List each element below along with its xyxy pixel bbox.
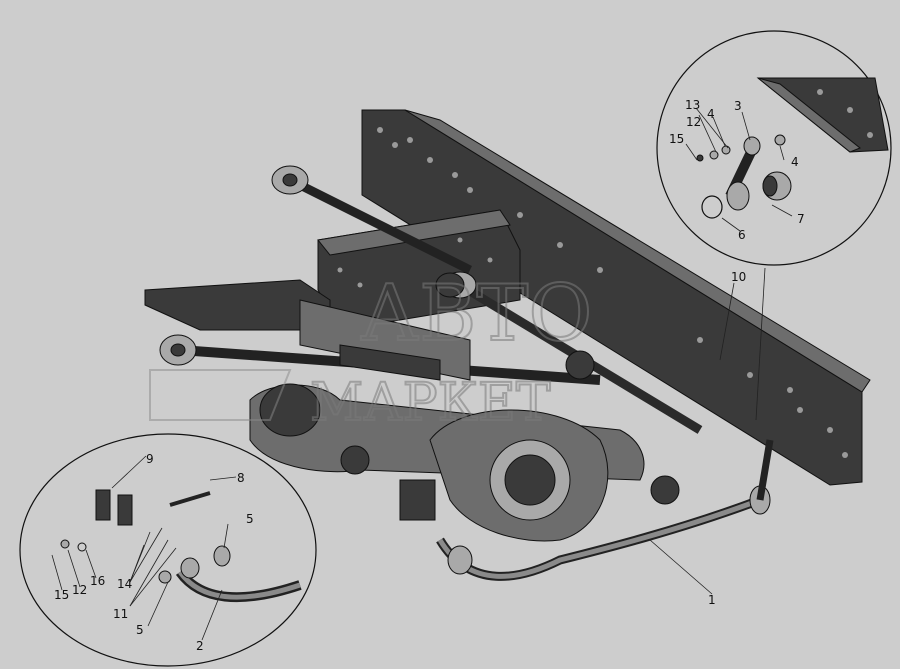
callout-5a: 5 xyxy=(246,512,254,526)
stabilizer-bar xyxy=(436,439,774,581)
detail-circle-upper xyxy=(656,30,892,266)
watermark-line-2: МАРКЕТ xyxy=(310,373,551,433)
watermark-line-1: АВТО xyxy=(360,269,592,359)
part-link xyxy=(726,181,750,211)
callout-8: 8 xyxy=(237,471,245,485)
callout-1: 1 xyxy=(708,593,716,607)
callout-16: 16 xyxy=(90,574,105,588)
callout-6: 6 xyxy=(738,228,746,242)
part-clamp-right xyxy=(117,494,133,526)
callout-4a: 4 xyxy=(707,107,715,121)
brackets xyxy=(340,272,680,505)
callout-10: 10 xyxy=(731,270,746,284)
axle-housing xyxy=(249,383,645,542)
leaf-spring xyxy=(144,279,471,381)
callout-11: 11 xyxy=(113,607,128,621)
callout-7: 7 xyxy=(797,212,805,226)
callout-3: 3 xyxy=(734,99,742,113)
callout-2: 2 xyxy=(196,639,204,653)
callout-12a: 12 xyxy=(686,115,701,129)
detail-circle-lower xyxy=(19,433,317,667)
callout-15a: 15 xyxy=(669,132,684,146)
leader-lines xyxy=(51,107,793,641)
callout-14: 14 xyxy=(117,577,132,591)
callout-13: 13 xyxy=(685,98,700,112)
callout-4b: 4 xyxy=(791,155,799,169)
frame-rail xyxy=(361,109,871,486)
callouts: 1 2 3 4 4 5 5 6 7 8 9 10 11 12 12 13 14 … xyxy=(54,98,805,653)
watermark: АВТО МАРКЕТ xyxy=(149,268,593,434)
callout-12b: 12 xyxy=(72,583,87,597)
part-ring xyxy=(701,195,723,219)
callout-9: 9 xyxy=(146,452,154,466)
callout-15b: 15 xyxy=(54,588,69,602)
part-clamp-left xyxy=(95,489,111,521)
cross-member xyxy=(317,209,521,331)
callout-5b: 5 xyxy=(136,623,144,637)
